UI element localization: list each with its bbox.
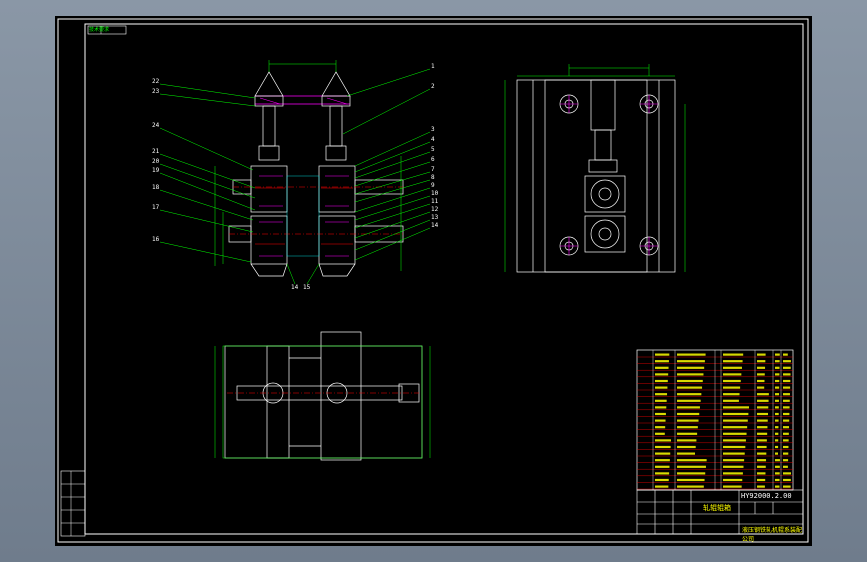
part-callout: 6 — [431, 156, 435, 163]
title-block — [636, 489, 804, 535]
parts-table — [636, 349, 794, 491]
binding-strip — [60, 470, 86, 537]
part-callout: 12 — [431, 206, 439, 213]
part-callout: 14 — [431, 222, 439, 229]
part-callout: 22 — [152, 78, 160, 85]
part-callout: 7 — [431, 166, 435, 173]
side-view — [516, 79, 676, 273]
part-callout: 5 — [431, 146, 435, 153]
part-callout: 20 — [152, 158, 160, 165]
inner-frame — [84, 23, 804, 535]
part-callout: 14 — [291, 284, 299, 291]
part-callout: 17 — [152, 204, 160, 211]
part-callout: 11 — [431, 198, 439, 205]
drawing-canvas — [57, 18, 809, 543]
part-callout: 10 — [431, 190, 439, 197]
part-callout: 3 — [431, 126, 435, 133]
part-callout: 13 — [431, 214, 439, 221]
leaders-left — [159, 83, 256, 263]
part-callout: 15 — [303, 284, 311, 291]
part-callout: 19 — [152, 167, 160, 174]
part-callout: 21 — [152, 148, 160, 155]
part-callout: 2 — [431, 83, 435, 90]
front-view — [228, 71, 404, 277]
top-view — [224, 331, 423, 461]
part-callout: 24 — [152, 122, 160, 129]
outer-frame — [57, 18, 809, 543]
part-callout: 8 — [431, 174, 435, 181]
part-callout: 1 — [431, 63, 435, 70]
sheet-note: 液压钢铁轧机辊系装配 — [742, 527, 803, 534]
leaders-right — [286, 68, 431, 285]
drawing-number: HY92000.2.00 — [741, 492, 792, 500]
part-callout: 4 — [431, 136, 435, 143]
part-callout: 9 — [431, 182, 435, 189]
part-callout: 23 — [152, 88, 160, 95]
top-tag: 技术要求 — [89, 27, 110, 33]
drawing-title: 轧辊辊箱 — [703, 504, 731, 512]
part-callout: 18 — [152, 184, 160, 191]
tag-box — [87, 25, 127, 35]
part-callout: 16 — [152, 236, 160, 243]
company-label: 公司 — [742, 536, 755, 543]
